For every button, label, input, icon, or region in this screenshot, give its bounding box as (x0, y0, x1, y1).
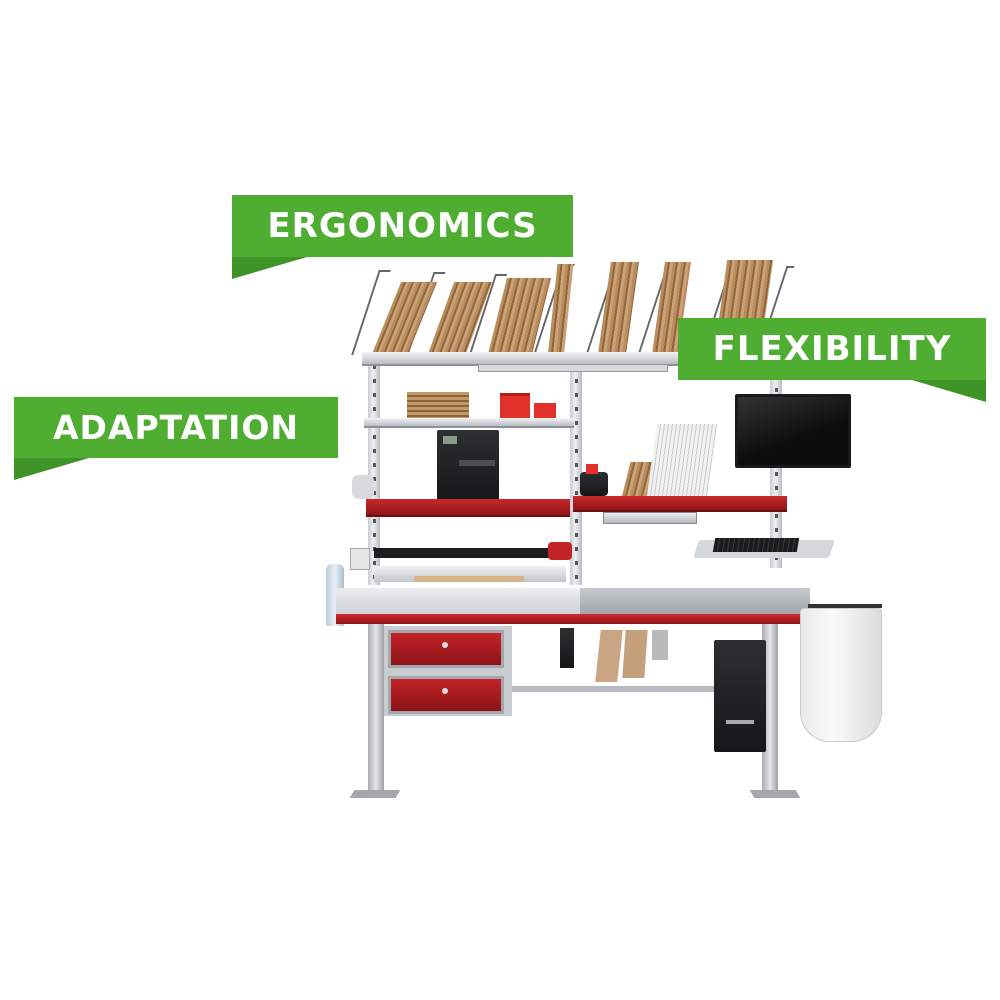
upright-left (368, 355, 380, 585)
top-shelf-light (478, 364, 668, 372)
leg-right (762, 624, 778, 794)
red-bin-large (500, 393, 530, 418)
cutter-rail (374, 548, 558, 558)
flat-carton-stack (407, 392, 469, 418)
drawer-top-lock-icon (442, 642, 448, 648)
tape-gun-holder (560, 628, 574, 668)
foot-left (349, 790, 401, 798)
banner-flexibility-label: FLEXIBILITY (712, 329, 952, 369)
red-shelf-right (573, 496, 787, 512)
tape-gun-red (586, 464, 598, 474)
banner-adaptation-tail (14, 458, 89, 480)
paper-sheet (414, 576, 524, 582)
drawer-bottom (388, 676, 504, 714)
under-shelf-drawer (603, 512, 697, 524)
work-surface-edge (336, 614, 810, 624)
foot-right (749, 790, 801, 798)
banner-adaptation-label: ADAPTATION (52, 408, 300, 447)
banner-flexibility: FLEXIBILITY (678, 318, 986, 380)
drawer-top (388, 630, 504, 668)
red-shelf-left (366, 499, 570, 517)
paper-rolls (578, 626, 688, 686)
tape-gun (580, 472, 608, 496)
middle-shelf (364, 418, 574, 428)
banner-flexibility-tail (912, 380, 986, 402)
monitor (735, 394, 851, 468)
keyboard (712, 538, 800, 552)
work-surface-right (580, 588, 810, 616)
drawer-bottom-lock-icon (442, 688, 448, 694)
work-surface-left (336, 588, 582, 618)
pc-tower (714, 640, 766, 752)
pen-holder (350, 548, 370, 570)
tape-dispenser (352, 475, 374, 499)
bag-frame (808, 604, 882, 608)
banner-ergonomics: ERGONOMICS (232, 195, 573, 257)
label-printer (437, 430, 499, 500)
banner-adaptation: ADAPTATION (14, 397, 338, 458)
cutter-head (548, 542, 572, 560)
leg-left (368, 624, 384, 794)
red-bin-small (534, 403, 556, 418)
white-sheets (646, 424, 718, 496)
banner-ergonomics-tail (232, 257, 307, 279)
crossbar (512, 686, 762, 692)
waste-bag (800, 608, 882, 742)
banner-ergonomics-label: ERGONOMICS (267, 206, 538, 246)
upright-middle (570, 355, 582, 585)
